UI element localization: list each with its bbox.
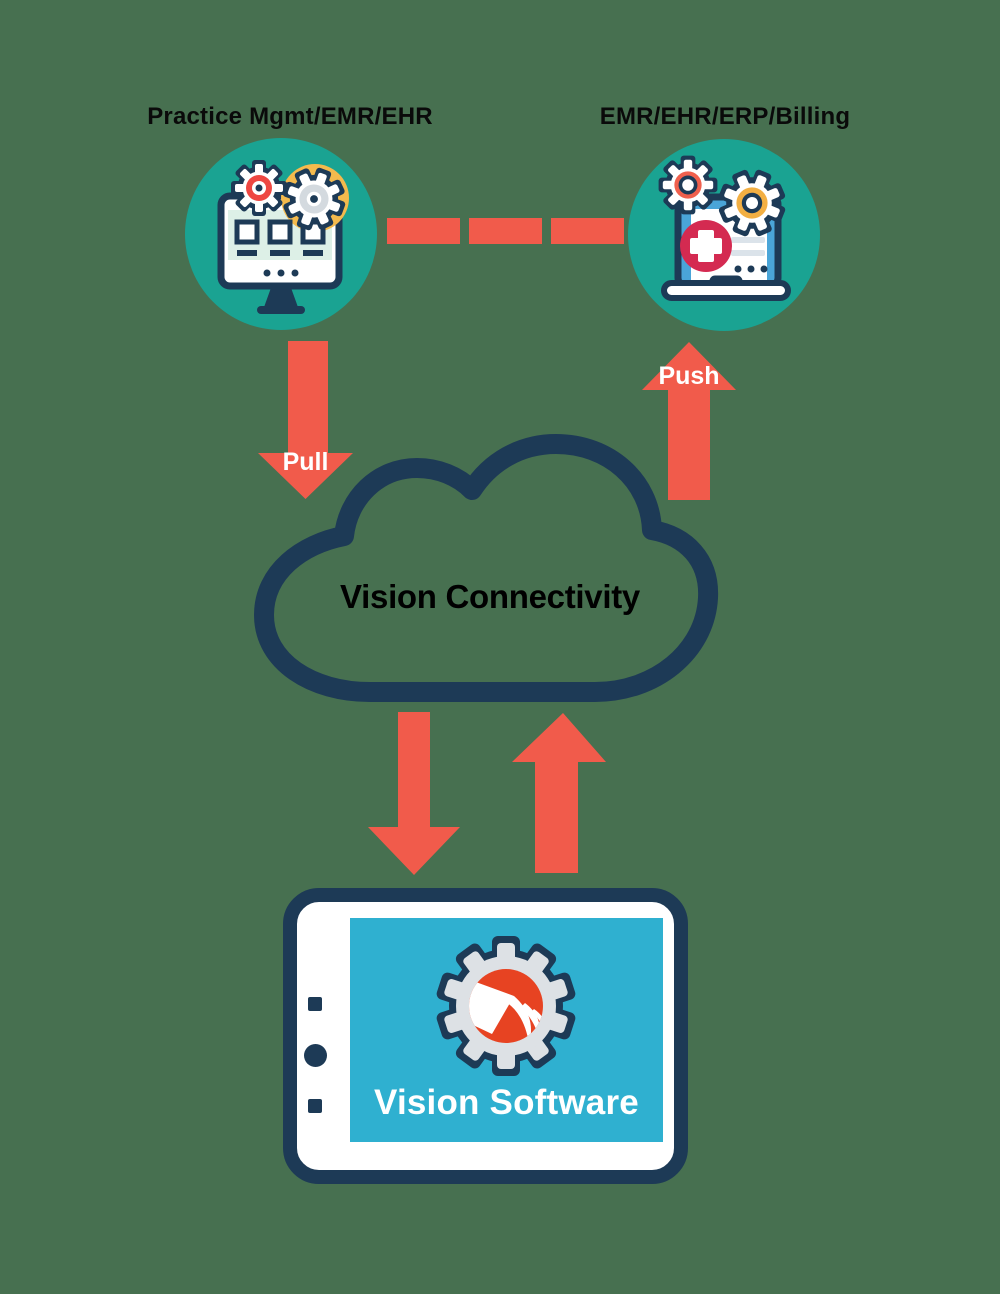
gray-gear-icon [282, 167, 346, 231]
cloud-title: Vision Connectivity [340, 578, 640, 615]
tablet-button-square-top [308, 997, 322, 1011]
cloud-to-device-arrow [368, 712, 460, 875]
push-label: Push [658, 362, 720, 390]
push-arrow: Push [642, 342, 736, 500]
medical-cross-icon [680, 220, 732, 272]
right-node-title: EMR/EHR/ERP/Billing [599, 103, 851, 130]
up-arrow-icon [642, 342, 736, 500]
cloud-outline-icon [254, 434, 719, 702]
red-gear-icon [231, 160, 287, 216]
monitor-gears-icon [185, 138, 377, 330]
vision-gear-logo-icon [436, 936, 576, 1076]
device-to-cloud-arrow [512, 713, 606, 873]
device-title: Vision Software [374, 1083, 639, 1122]
dash-segment [469, 218, 542, 244]
dash-segment [551, 218, 624, 244]
pull-label: Pull [282, 448, 329, 476]
yellow-gear-icon [718, 169, 786, 237]
laptop-medical-gears-icon [628, 139, 820, 331]
dashed-connector [387, 218, 624, 244]
tablet-button-square-bottom [308, 1099, 322, 1113]
pull-arrow: Pull [258, 341, 353, 499]
down-arrow-icon [258, 341, 353, 499]
tablet-button-home [304, 1044, 327, 1067]
salmon-gear-icon [658, 155, 718, 215]
left-node-title: Practice Mgmt/EMR/EHR [147, 103, 433, 130]
tablet-screen: Vision Software [350, 918, 663, 1142]
dash-segment [387, 218, 460, 244]
tablet-device: Vision Software [283, 888, 688, 1184]
